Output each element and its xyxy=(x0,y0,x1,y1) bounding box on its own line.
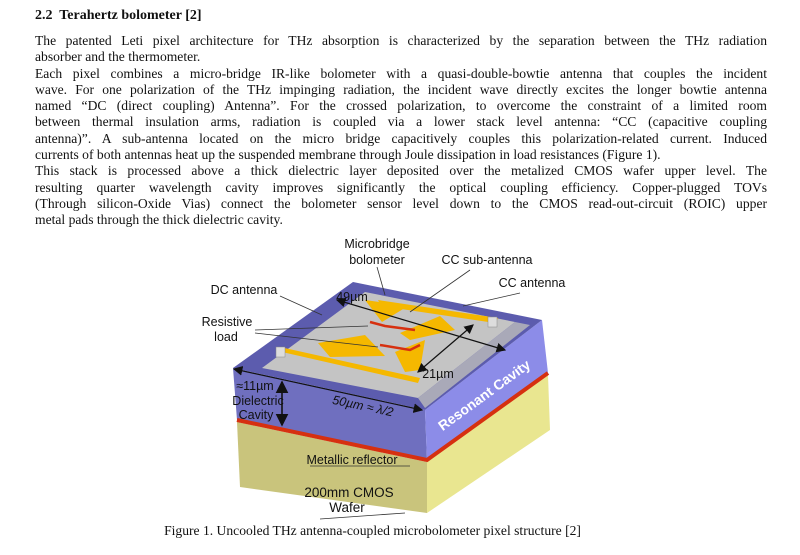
label-dc-antenna: DC antenna xyxy=(211,283,278,297)
label-metallic-reflector: Metallic reflector xyxy=(307,453,398,467)
label-cc-sub-antenna: CC sub-antenna xyxy=(441,253,532,267)
text-line: The patented Leti pixel architecture for… xyxy=(35,33,767,48)
section-heading: 2.2 Terahertz bolometer [2] xyxy=(35,8,202,23)
text-line: currents of both antennas heat up the su… xyxy=(35,147,661,163)
label-resistive: Resistive xyxy=(202,315,253,329)
text-line: metal pads through the thick dielectric … xyxy=(35,212,283,228)
label-dielectric: Dielectric xyxy=(232,394,283,408)
text-line: wave. For one polarization of the THz im… xyxy=(35,81,767,97)
text-line: Each pixel combines a micro-bridge IR-li… xyxy=(35,65,767,81)
leader-lines xyxy=(254,266,521,520)
text-line: antenna)”. A sub-antenna located on the … xyxy=(35,130,767,146)
label-cavity: Cavity xyxy=(239,408,274,422)
dim-21-arrow xyxy=(417,324,474,373)
text-line: absorber and the thermometer. xyxy=(35,49,201,65)
text-line: (Through silicon-Oxide Vias) connect the… xyxy=(35,195,767,211)
body-text: The patented Leti pixel architecture for… xyxy=(35,33,767,229)
label-wafer: Wafer xyxy=(329,500,365,515)
text-line: named “DC (direct coupling) Antenna”. Fo… xyxy=(35,98,767,114)
metallic-reflector xyxy=(236,371,550,463)
label-load: load xyxy=(214,330,238,344)
text-line: This stack is processed above a thick di… xyxy=(35,163,767,179)
wafer-right-face xyxy=(427,375,550,513)
wafer-left-face xyxy=(237,422,427,513)
label-11um: ≈11µm xyxy=(236,379,273,393)
text-line: between thermal insulation arms, radiati… xyxy=(35,114,767,130)
label-bolometer: bolometer xyxy=(349,253,405,267)
figure-caption: Figure 1. Uncooled THz antenna-coupled m… xyxy=(164,523,581,538)
text-line: resulting quarter wavelength cavity impr… xyxy=(35,179,767,195)
cavity-right-face xyxy=(425,320,548,460)
label-49um: 49µm xyxy=(336,290,368,304)
dim-50-arrow xyxy=(232,366,424,413)
label-microbridge: Microbridge xyxy=(344,237,409,251)
label-cc-antenna: CC antenna xyxy=(499,276,566,290)
label-cmos: 200mm CMOS xyxy=(304,485,393,500)
label-21um: 21µm xyxy=(422,367,454,381)
